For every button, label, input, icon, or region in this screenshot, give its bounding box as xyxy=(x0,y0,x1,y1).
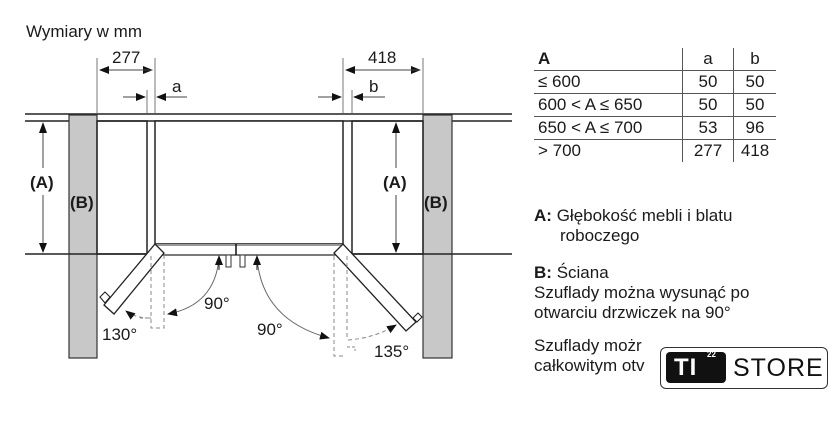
legend-a-text-2: roboczego xyxy=(560,226,640,245)
cabinet-right xyxy=(351,120,424,255)
dim-277-label: 277 xyxy=(112,48,140,67)
cell-range: ≤ 600 xyxy=(534,70,683,94)
legend-a-text: Głębokość mebli i blatu xyxy=(556,206,733,225)
door-left-open xyxy=(99,243,223,329)
cell-a: 53 xyxy=(682,116,734,140)
dimension-left-width: 277 xyxy=(96,48,156,113)
dimension-gap-b: b xyxy=(318,77,385,113)
drawer-note-line-2: otwarciu drzwiczek na 90° xyxy=(534,303,731,322)
fridge xyxy=(154,120,344,268)
wall-label-right: (B) xyxy=(424,193,448,212)
cell-b: 418 xyxy=(733,139,776,162)
door-right-open xyxy=(253,243,423,357)
cabinet-left xyxy=(96,120,148,255)
depth-arrow-left: (A) xyxy=(30,122,54,253)
wall-label-left: (B) xyxy=(70,193,94,212)
table-row: ≤ 600 50 50 xyxy=(534,70,776,94)
depth-arrow-right: (A) xyxy=(383,122,407,253)
wall-left xyxy=(68,114,98,359)
cell-a: 50 xyxy=(682,93,734,117)
store-logo: TI 22 STORE xyxy=(660,347,828,389)
cell-b: 96 xyxy=(733,116,776,140)
cell-range: 650 < A ≤ 700 xyxy=(534,116,683,140)
dimension-gap-a: a xyxy=(123,77,187,113)
header-b: b xyxy=(733,48,776,71)
cell-b: 50 xyxy=(733,93,776,117)
cell-range: > 700 xyxy=(534,139,683,162)
angle-label-135: 135° xyxy=(374,342,409,361)
cell-a: 50 xyxy=(682,70,734,94)
cell-range: 600 < A ≤ 650 xyxy=(534,93,683,117)
angle-label-90-right: 90° xyxy=(257,320,283,339)
angle-label-90-left: 90° xyxy=(204,294,230,313)
angle-label-130: 130° xyxy=(102,325,137,344)
depth-label-left: (A) xyxy=(30,173,54,192)
page-title: Wymiary w mm xyxy=(26,22,142,41)
legend-a-key: A: xyxy=(534,206,552,225)
table-row: 600 < A ≤ 650 50 50 xyxy=(534,93,776,117)
dim-a-label: a xyxy=(172,77,182,96)
legend-b-key: B: xyxy=(534,263,552,282)
wall-right xyxy=(422,114,453,359)
legend-b-text: Ściana xyxy=(556,263,609,282)
logo-superscript: 22 xyxy=(707,350,716,359)
logo-badge: TI xyxy=(666,352,726,383)
cell-a: 277 xyxy=(682,139,734,162)
dim-418-label: 418 xyxy=(368,48,396,67)
drawer-note-line-4: całkowitym otv xyxy=(534,356,645,375)
drawer-note-line-1: Szuflady można wysunąć po xyxy=(534,283,750,302)
legend-wall: B: Ściana Szuflady można wysunąć po otwa… xyxy=(534,263,749,323)
dim-b-label: b xyxy=(369,77,378,96)
table-row: 650 < A ≤ 700 53 96 xyxy=(534,116,776,140)
legend-depth: A: Głębokość mebli i blatu roboczego xyxy=(534,206,732,246)
drawer-note-line-3: Szuflady możr xyxy=(534,336,642,355)
table-header-row: A a b xyxy=(534,48,776,71)
depth-label-right: (A) xyxy=(383,173,407,192)
header-A: A xyxy=(538,49,551,68)
logo-text: STORE xyxy=(733,354,824,382)
header-a: a xyxy=(682,48,734,71)
cell-b: 50 xyxy=(733,70,776,94)
table-row: > 700 277 418 xyxy=(534,139,776,162)
dimension-right-width: 418 xyxy=(342,48,424,113)
drawer-note-truncated: Szuflady możr całkowitym otv xyxy=(534,336,650,376)
dimension-table: A a b ≤ 600 50 50 600 < A ≤ 650 50 50 65… xyxy=(534,48,776,162)
